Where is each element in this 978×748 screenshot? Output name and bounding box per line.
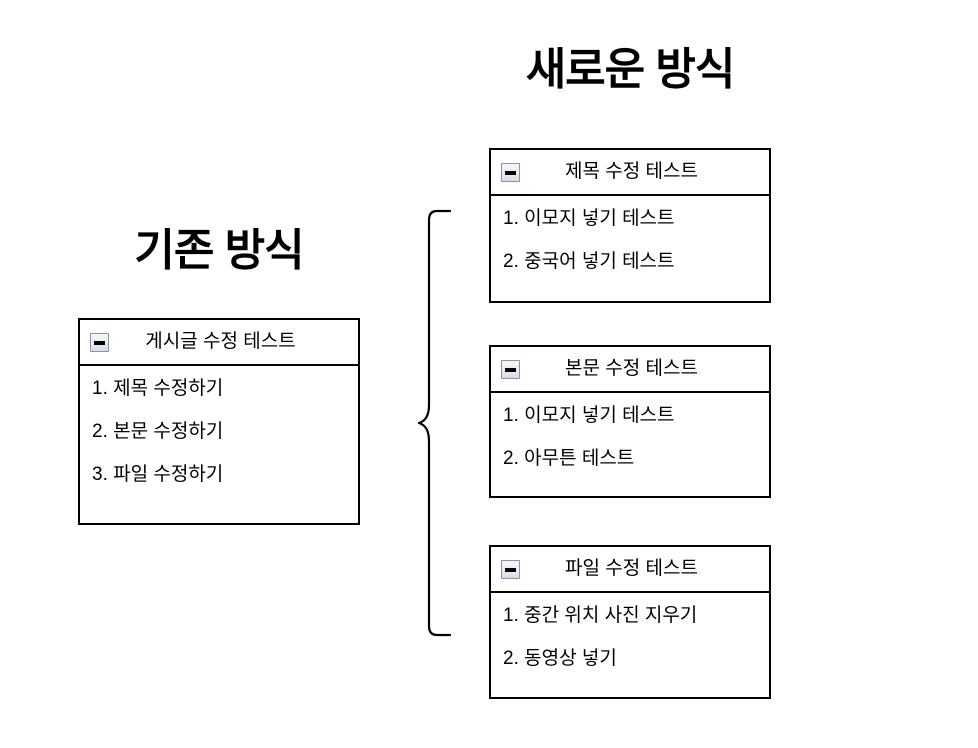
minimize-icon[interactable]: [90, 332, 109, 352]
file-edit-box-header: 파일 수정 테스트: [491, 547, 769, 593]
file-edit-box-body: 1. 중간 위치 사진 지우기 2. 동영상 넣기: [491, 593, 769, 682]
old-method-box-body: 1. 제목 수정하기 2. 본문 수정하기 3. 파일 수정하기: [80, 366, 358, 498]
brace-icon: [417, 209, 452, 637]
minimize-icon[interactable]: [501, 359, 520, 379]
title-edit-box: 제목 수정 테스트 1. 이모지 넣기 테스트 2. 중국어 넣기 테스트: [489, 148, 771, 303]
body-edit-box-title: 본문 수정 테스트: [565, 357, 698, 379]
list-item: 2. 중국어 넣기 테스트: [503, 250, 675, 272]
old-method-heading: 기존 방식: [134, 226, 304, 275]
list-item: 1. 이모지 넣기 테스트: [503, 405, 675, 426]
list-item: 1. 제목 수정하기: [92, 378, 224, 399]
list-item: 1. 이모지 넣기 테스트: [503, 208, 675, 229]
list-item: 2. 동영상 넣기: [503, 647, 617, 669]
body-edit-box: 본문 수정 테스트 1. 이모지 넣기 테스트 2. 아무튼 테스트: [489, 345, 771, 498]
new-method-heading: 새로운 방식: [525, 45, 736, 94]
file-edit-box: 파일 수정 테스트 1. 중간 위치 사진 지우기 2. 동영상 넣기: [489, 545, 771, 699]
title-edit-box-body: 1. 이모지 넣기 테스트 2. 중국어 넣기 테스트: [491, 196, 769, 285]
old-method-box-title: 게시글 수정 테스트: [145, 330, 296, 352]
old-method-box: 게시글 수정 테스트 1. 제목 수정하기 2. 본문 수정하기 3. 파일 수…: [78, 318, 360, 525]
title-edit-box-title: 제목 수정 테스트: [565, 160, 698, 182]
list-item: 2. 아무튼 테스트: [503, 447, 635, 469]
minimize-icon[interactable]: [501, 559, 520, 579]
body-edit-box-body: 1. 이모지 넣기 테스트 2. 아무튼 테스트: [491, 393, 769, 482]
minimize-icon[interactable]: [501, 162, 520, 182]
list-item: 1. 중간 위치 사진 지우기: [503, 605, 698, 626]
body-edit-box-header: 본문 수정 테스트: [491, 347, 769, 393]
list-item: 3. 파일 수정하기: [92, 463, 224, 485]
file-edit-box-title: 파일 수정 테스트: [565, 557, 698, 579]
brace-connector: [405, 200, 465, 650]
old-method-box-header: 게시글 수정 테스트: [80, 320, 358, 366]
list-item: 2. 본문 수정하기: [92, 420, 224, 442]
title-edit-box-header: 제목 수정 테스트: [491, 150, 769, 196]
